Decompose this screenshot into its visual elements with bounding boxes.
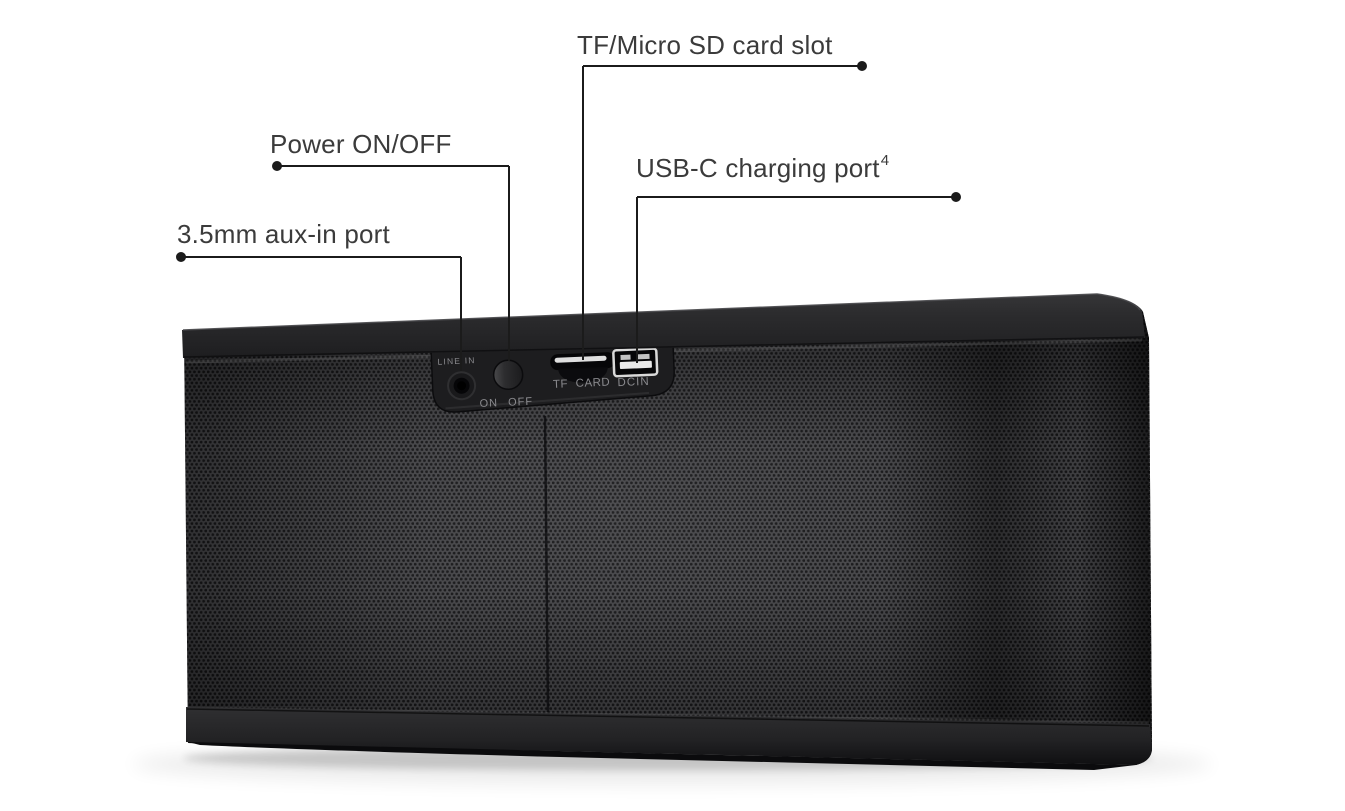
callout-line-usb — [636, 196, 956, 363]
callout-label-usb-c-charging-port: USB-C charging port4 — [636, 152, 890, 184]
callout-line-tf-card — [582, 65, 862, 360]
dcin-label: DCIN — [617, 376, 650, 389]
dcin-charging-port — [612, 347, 659, 378]
grille-seam — [543, 415, 550, 713]
tf-card-label: TF CARD — [553, 376, 611, 390]
callout-label-power-on-off: Power ON/OFF — [270, 129, 452, 160]
speaker-top-band — [182, 293, 1145, 358]
aux-input-jack — [447, 371, 477, 401]
callout-lines — [181, 65, 956, 371]
dot-usb — [951, 192, 961, 202]
line-in-label: LINE IN — [437, 355, 476, 367]
callout-line-aux — [181, 256, 462, 371]
callout-text: 3.5mm aux-in port — [177, 219, 390, 249]
dot-aux — [176, 252, 186, 262]
callout-line-power — [277, 165, 510, 361]
speaker-bottom-band — [186, 707, 1152, 770]
callout-text: USB-C charging port — [636, 153, 880, 183]
dot-tf-card — [857, 61, 867, 71]
on-off-label: ON OFF — [479, 396, 533, 410]
power-button — [492, 359, 524, 391]
callout-text: TF/Micro SD card slot — [577, 30, 833, 60]
dot-power — [272, 161, 282, 171]
callout-line-dots — [176, 61, 961, 262]
callout-footnote-marker: 4 — [880, 152, 890, 170]
callout-label-aux-in-port: 3.5mm aux-in port — [177, 219, 390, 250]
callout-text: Power ON/OFF — [270, 129, 452, 159]
callout-label-tf-card-slot: TF/Micro SD card slot — [577, 30, 833, 61]
